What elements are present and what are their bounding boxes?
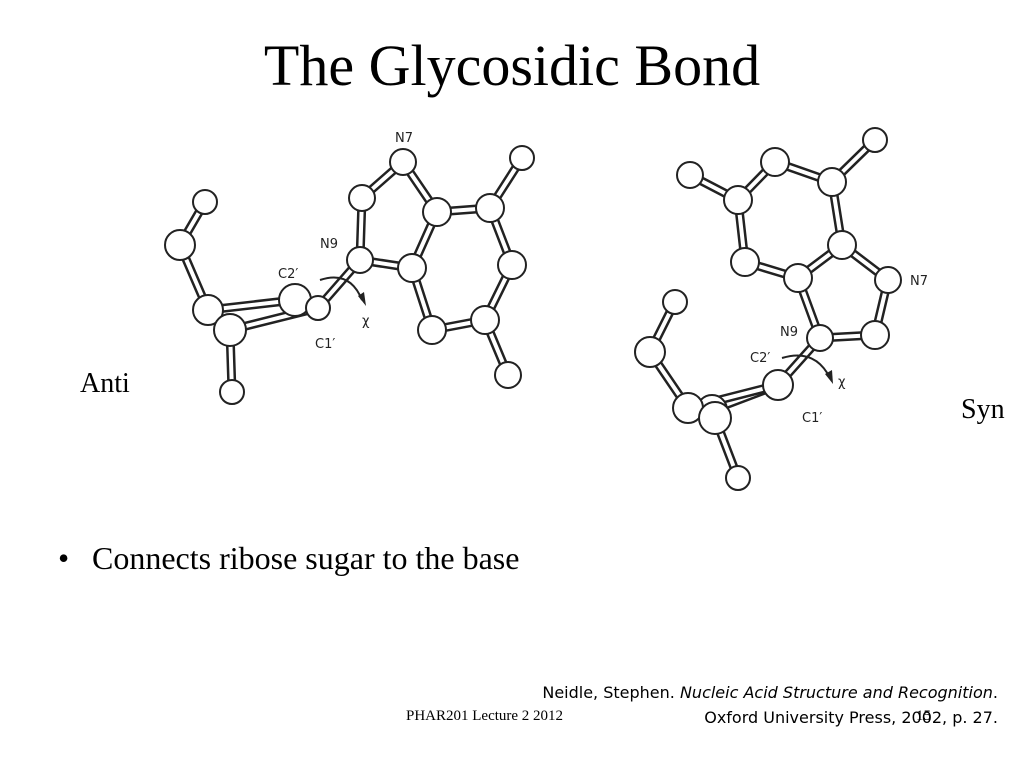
citation: Neidle, Stephen. Nucleic Acid Structure … — [542, 680, 998, 730]
footer-course: PHAR201 Lecture 2 2012 — [406, 708, 564, 724]
anti-label-c2: C2′ — [278, 267, 298, 282]
bullet-item: • Connects ribose sugar to the base — [58, 540, 519, 577]
anti-label-n9: N9 — [320, 237, 338, 252]
syn-atoms — [634, 127, 902, 491]
syn-label-chi: χ — [838, 375, 846, 390]
citation-line-2: Oxford University Press, 2002, p. 27. — [704, 708, 998, 727]
syn-conformation-diagram: N7 N9 C2′ C1′ χ — [634, 127, 928, 491]
citation-line-1: Neidle, Stephen. Nucleic Acid Structure … — [542, 680, 998, 705]
bullet-dot-icon: • — [58, 540, 70, 576]
citation-author: Neidle, Stephen. — [542, 683, 680, 702]
bullet-text: Connects ribose sugar to the base — [92, 540, 520, 576]
syn-label-n7: N7 — [910, 274, 928, 289]
slide-title: The Glycosidic Bond — [263, 33, 761, 98]
citation-title: Nucleic Acid Structure and Recognition — [679, 683, 993, 702]
syn-chi-arrowhead — [825, 370, 833, 384]
anti-label: Anti — [80, 368, 130, 399]
anti-conformation-diagram: N7 N9 C2′ C1′ χ — [164, 131, 535, 405]
syn-label-c2: C2′ — [750, 351, 770, 366]
page-number: 15 — [916, 708, 931, 724]
bullet-list: • Connects ribose sugar to the base — [58, 540, 519, 577]
anti-label-c1: C1′ — [315, 337, 335, 352]
citation-period: . — [992, 683, 998, 702]
anti-label-n7: N7 — [395, 131, 413, 146]
anti-atoms — [164, 145, 535, 405]
syn-label-c1: C1′ — [802, 411, 822, 426]
anti-chi-arrowhead — [358, 292, 366, 306]
syn-label: Syn — [961, 394, 1005, 425]
syn-label-n9: N9 — [780, 325, 798, 340]
anti-label-chi: χ — [362, 314, 370, 329]
